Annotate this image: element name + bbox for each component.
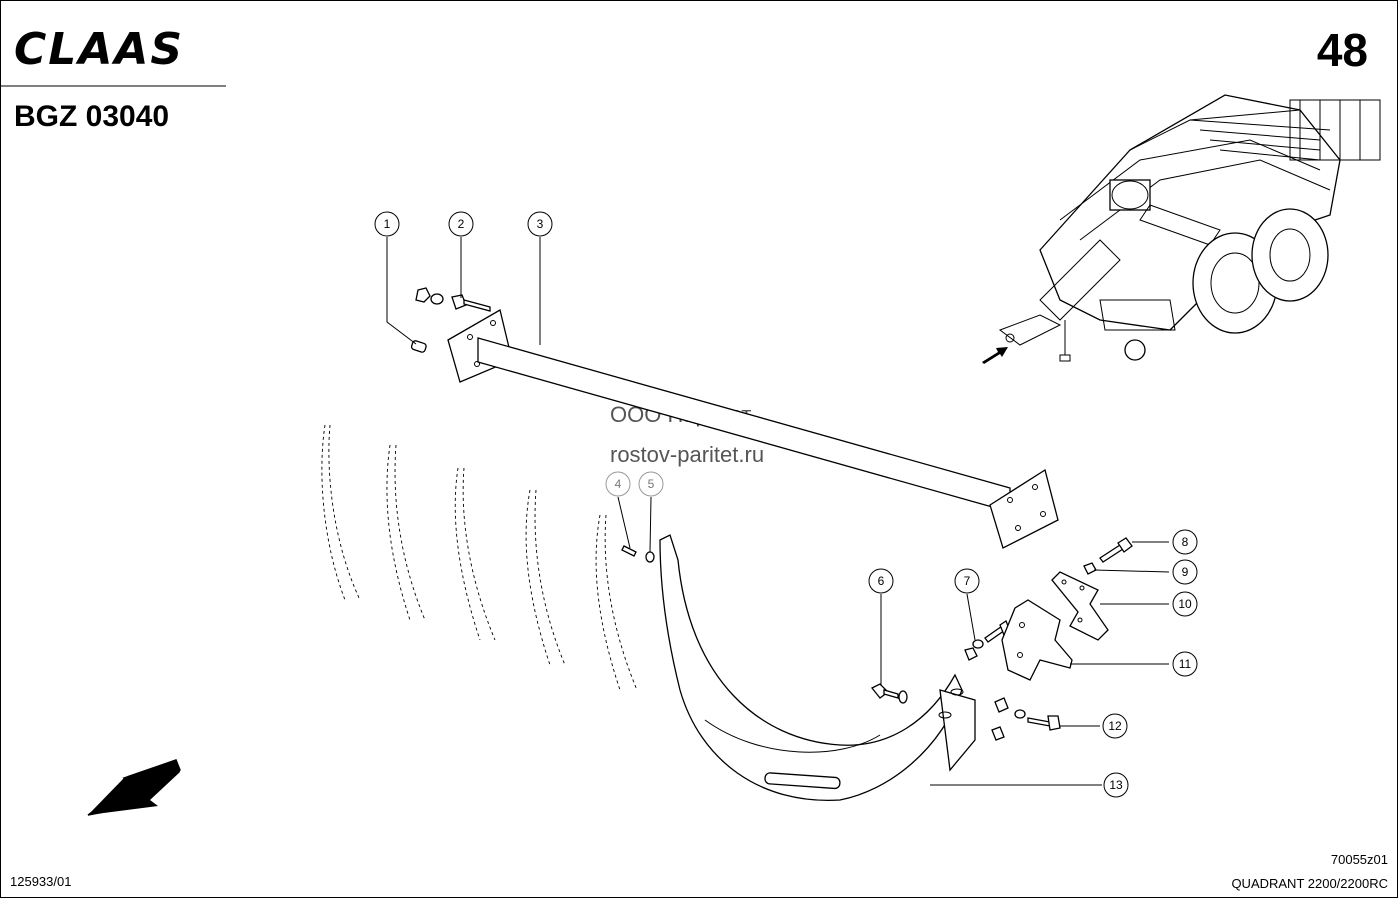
group-code: BGZ 03040 [14, 100, 169, 133]
svg-text:5: 5 [648, 477, 655, 491]
callout-8[interactable]: 8 [1172, 529, 1198, 555]
svg-text:6: 6 [878, 574, 885, 588]
bolt-set-part-2 [415, 287, 491, 312]
callout-11[interactable]: 11 [1172, 651, 1198, 677]
curved-tine-part-13 [659, 534, 976, 802]
plate-part-10 [1051, 571, 1109, 641]
bolt-set-part-12 [991, 697, 1061, 741]
callout-3[interactable]: 3 [527, 211, 553, 237]
svg-text:8: 8 [1182, 535, 1189, 549]
callout-6[interactable]: 6 [868, 568, 894, 594]
direction-arrow-fill [88, 760, 180, 815]
doc-number: 125933/01 [10, 874, 71, 889]
svg-text:12: 12 [1108, 719, 1122, 733]
callout-2[interactable]: 2 [448, 211, 474, 237]
svg-text:13: 13 [1109, 778, 1123, 792]
svg-text:10: 10 [1178, 597, 1192, 611]
callout-5[interactable]: 5 [638, 471, 664, 497]
page-number: 48 [1317, 24, 1368, 76]
washer-part-5 [645, 551, 655, 563]
bracket-part-11 [1001, 599, 1073, 681]
svg-text:2: 2 [458, 217, 465, 231]
model-name: QUADRANT 2200/2200RC [1231, 876, 1388, 891]
leader-lines [386, 237, 1170, 786]
callout-markers: 1 2 3 4 5 6 7 8 9 10 11 12 13 [374, 211, 1198, 798]
svg-text:4: 4 [615, 477, 622, 491]
nut-part-9 [1083, 562, 1097, 575]
svg-text:7: 7 [964, 574, 971, 588]
callout-10[interactable]: 10 [1172, 591, 1198, 617]
claas-logo: CLAAS [14, 24, 184, 75]
callout-4[interactable]: 4 [605, 471, 631, 497]
bolt-part-8 [1099, 537, 1133, 563]
svg-text:9: 9 [1182, 565, 1189, 579]
figure-code: 70055z01 [1331, 852, 1388, 867]
baler-overview-illustration [982, 94, 1381, 364]
svg-text:1: 1 [384, 217, 391, 231]
svg-text:11: 11 [1179, 657, 1192, 671]
callout-9[interactable]: 9 [1172, 559, 1198, 585]
watermark-url: rostov-paritet.ru [610, 442, 764, 467]
callout-12[interactable]: 12 [1102, 713, 1128, 739]
callout-1[interactable]: 1 [374, 211, 400, 237]
beam-part-3 [447, 309, 1059, 549]
callout-13[interactable]: 13 [1103, 772, 1129, 798]
bolt-part-7 [964, 620, 1011, 661]
tines-dashed-outline [321, 424, 638, 691]
svg-text:3: 3 [537, 217, 544, 231]
callout-7[interactable]: 7 [954, 568, 980, 594]
pin-part-4 [621, 545, 637, 557]
bolt-part-6 [870, 683, 908, 704]
